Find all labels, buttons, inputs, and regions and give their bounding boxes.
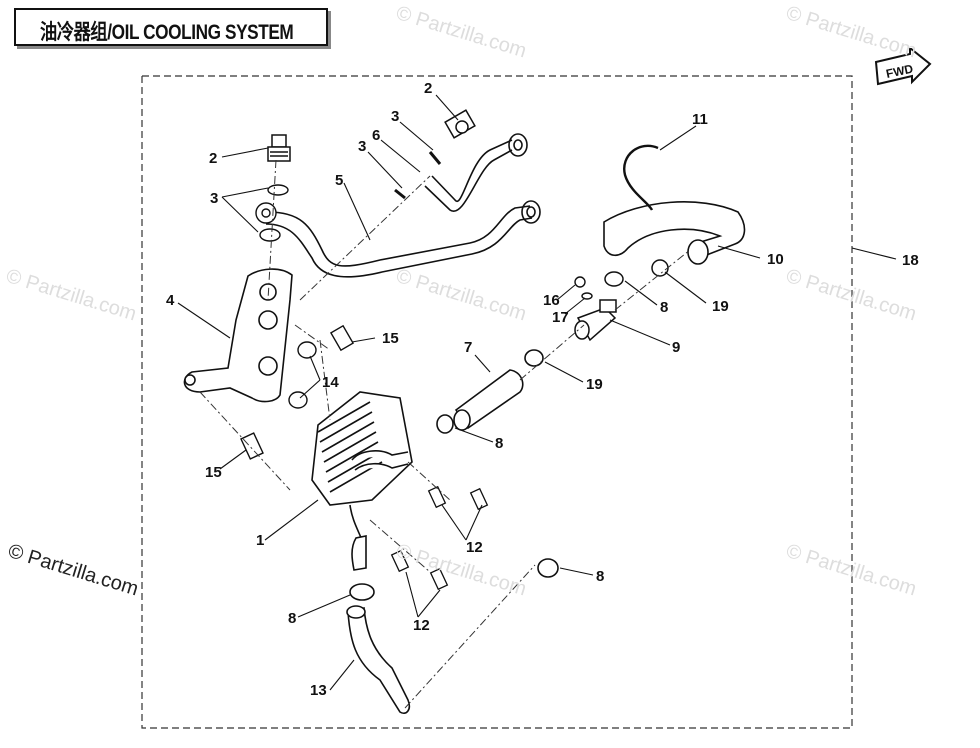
callout-7: 7 <box>464 339 472 356</box>
callout-8-top: 8 <box>660 299 668 316</box>
callout-19-upper: 19 <box>712 298 729 315</box>
hose-7 <box>436 369 524 434</box>
cooler-bolts <box>390 485 489 591</box>
oil-cooler-bracket <box>183 268 293 403</box>
callout-8-left: 8 <box>288 610 296 627</box>
clip-11 <box>623 144 659 211</box>
callout-15-left: 15 <box>205 464 222 481</box>
hose-13 <box>346 535 559 715</box>
sealing-washers <box>255 184 289 242</box>
callout-8-right: 8 <box>596 568 604 585</box>
callout-6: 6 <box>372 127 380 144</box>
callout-1: 1 <box>256 532 264 549</box>
callout-3-left: 3 <box>210 190 218 207</box>
callout-12-lower: 12 <box>413 617 430 634</box>
forward-arrow-icon: FWD <box>874 48 932 86</box>
callout-15-right: 15 <box>382 330 399 347</box>
banjo-bolt-left <box>267 134 291 162</box>
callout-2-top: 2 <box>424 80 432 97</box>
leader-lines <box>177 94 897 691</box>
bracket-bolts <box>240 324 355 460</box>
callout-14: 14 <box>322 374 339 391</box>
hose-10 <box>603 201 746 265</box>
callout-17: 17 <box>552 309 569 326</box>
callout-13: 13 <box>310 682 327 699</box>
oil-cooler <box>311 391 413 541</box>
diagram-title: 油冷器组/OIL COOLING SYSTEM <box>40 21 294 44</box>
callout-12-upper: 12 <box>466 539 483 556</box>
diagram-title-box: 油冷器组/OIL COOLING SYSTEM <box>14 8 328 46</box>
callout-19-lower: 19 <box>586 376 603 393</box>
callout-2-left: 2 <box>209 150 217 167</box>
callout-10: 10 <box>767 251 784 268</box>
fwd-label: FWD <box>885 61 915 80</box>
banjo-bolt-top <box>444 109 476 139</box>
callout-9: 9 <box>672 339 680 356</box>
assembly-boundary <box>141 75 853 729</box>
callout-8-mid: 8 <box>495 435 503 452</box>
callout-4: 4 <box>166 292 175 309</box>
clamp-8-upper <box>604 271 624 287</box>
callout-16: 16 <box>543 292 560 309</box>
clamp-19-lower <box>524 349 544 367</box>
clamp-19-upper <box>651 259 669 277</box>
callout-11: 11 <box>692 111 708 128</box>
fitting-9 <box>574 299 617 342</box>
callout-3-mid: 3 <box>358 138 366 155</box>
oil-pipe-assembly <box>265 133 541 278</box>
sensor-16-17 <box>574 276 593 300</box>
callout-18: 18 <box>902 252 919 269</box>
o-rings <box>288 341 317 409</box>
callout-3-top: 3 <box>391 108 399 125</box>
callout-5: 5 <box>335 172 343 189</box>
assembly-center-lines <box>199 159 691 709</box>
